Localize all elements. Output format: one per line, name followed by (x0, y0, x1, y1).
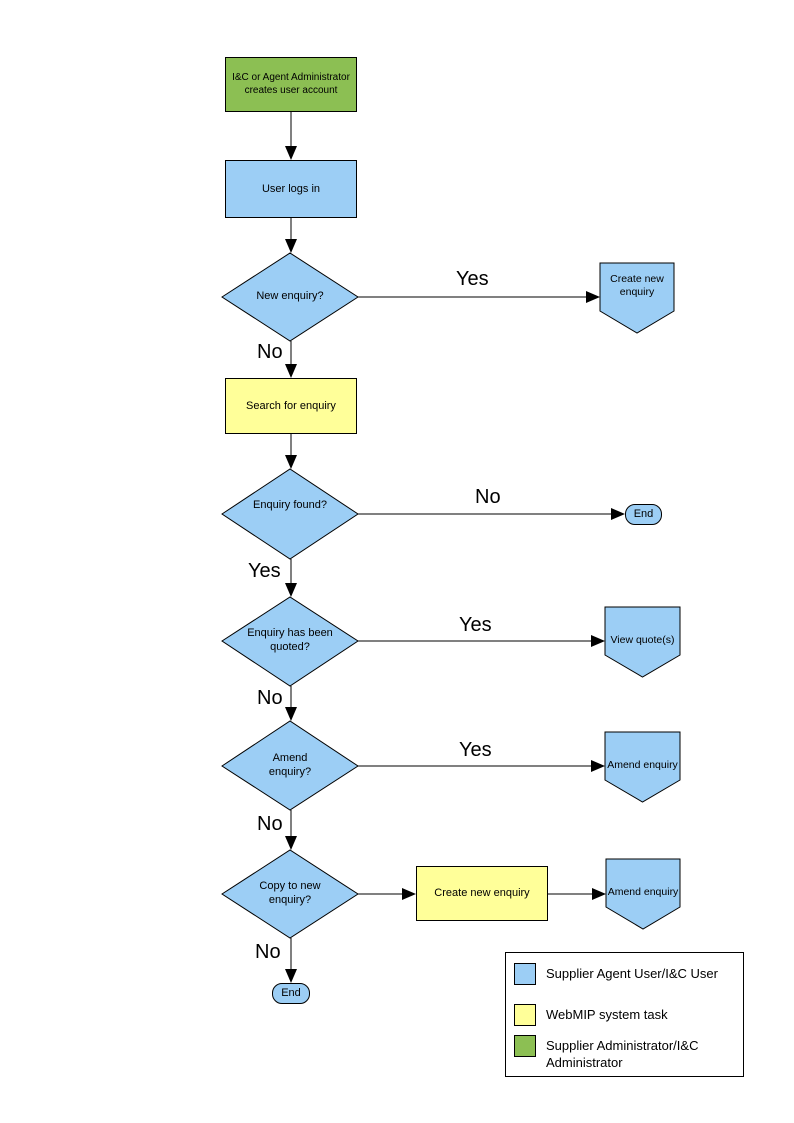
arrow-copy-to-create-new (358, 888, 416, 900)
arrow-found-no-to-end (358, 508, 625, 520)
decision-enquiry-found-label: Enquiry found? (253, 499, 327, 511)
node-search-for-enquiry: Search for enquiry (225, 378, 357, 434)
decision-enquiry-quoted-shape (221, 596, 359, 687)
arrow-login-to-new-enquiry (285, 218, 297, 253)
node-user-logs-in-label: User logs in (261, 182, 321, 195)
legend-label-supplier-agent-user: Supplier Agent User/I&C User (546, 966, 718, 981)
node-search-for-enquiry-label: Search for enquiry (246, 399, 336, 412)
arrow-quoted-yes-to-view (358, 635, 605, 647)
legend-label-webmip-system-task: WebMIP system task (546, 1007, 668, 1022)
decision-enquiry-found-shape (221, 468, 359, 560)
edge-label-no-copy: No (255, 941, 281, 963)
edge-label-yes-found: Yes (248, 560, 281, 582)
arrow-amend-yes-to-amend-enquiry (358, 760, 605, 772)
node-create-new-enquiry-task: Create new enquiry (416, 866, 548, 921)
decision-new-enquiry-label: New enquiry? (256, 290, 324, 302)
legend-item-supplier-administrator: Supplier Administrator/I&C Administrator (514, 1035, 742, 1072)
arrow-new-enquiry-no-to-search (285, 341, 297, 378)
node-user-logs-in: User logs in (225, 160, 357, 218)
edge-label-yes-amend: Yes (459, 739, 492, 761)
terminator-end-2: End (272, 983, 310, 1004)
edge-label-no-found: No (475, 486, 501, 508)
pentagon-create-new-enquiry-label: Create new enquiry (610, 273, 664, 299)
legend-box: Supplier Agent User/I&C User WebMIP syst… (505, 952, 744, 1077)
arrow-new-enquiry-yes (358, 291, 600, 303)
edge-label-no-amend: No (257, 813, 283, 835)
legend-item-supplier-agent-user: Supplier Agent User/I&C User (514, 963, 742, 985)
pentagon-create-new-enquiry-shape (599, 262, 675, 334)
edge-label-yes-quoted: Yes (459, 614, 492, 636)
legend-label-supplier-administrator: Supplier Administrator/I&C Administrator (546, 1038, 699, 1070)
arrow-admin-to-login (285, 112, 297, 160)
decision-copy-to-new-shape (221, 849, 359, 939)
legend-item-webmip-system-task: WebMIP system task (514, 1004, 742, 1026)
node-create-new-enquiry-task-label: Create new enquiry (434, 887, 530, 900)
decision-amend-enquiry-shape (221, 720, 359, 811)
terminator-end-1: End (625, 504, 662, 525)
legend-swatch-blue (514, 963, 536, 985)
pentagon-amend-enquiry-2-shape (605, 858, 681, 930)
arrow-copy-no-to-end (285, 938, 297, 983)
edge-label-no-new-enquiry: No (257, 341, 283, 363)
pentagon-amend-enquiry-1-label: Amend enquiry (607, 759, 678, 771)
pentagon-amend-enquiry-1-shape (604, 731, 681, 803)
pentagon-view-quotes-label: View quote(s) (610, 634, 675, 646)
decision-amend-enquiry-label: Amend enquiry? (268, 752, 312, 778)
node-admin-creates-account-label: I&C or Agent Administrator creates user … (232, 72, 350, 96)
decision-new-enquiry-shape (221, 252, 359, 342)
arrow-found-yes-to-quoted (285, 559, 297, 597)
arrow-search-to-found (285, 434, 297, 469)
legend-swatch-green (514, 1035, 536, 1057)
terminator-end-2-label: End (281, 987, 301, 1000)
decision-copy-to-new-label: Copy to new enquiry? (259, 880, 321, 906)
arrow-amend-no-to-copy (285, 810, 297, 850)
pentagon-view-quotes-shape (604, 606, 681, 678)
edge-label-yes-new-enquiry: Yes (456, 268, 489, 290)
arrow-create-new-to-amend-enquiry (548, 888, 606, 900)
edge-label-no-quoted: No (257, 687, 283, 709)
node-admin-creates-account: I&C or Agent Administrator creates user … (225, 57, 357, 112)
decision-enquiry-quoted-label: Enquiry has been quoted? (247, 627, 333, 653)
terminator-end-1-label: End (633, 508, 654, 521)
legend-swatch-yellow (514, 1004, 536, 1026)
arrow-quoted-no-to-amend (285, 686, 297, 721)
pentagon-amend-enquiry-2-label: Amend enquiry (607, 886, 679, 898)
